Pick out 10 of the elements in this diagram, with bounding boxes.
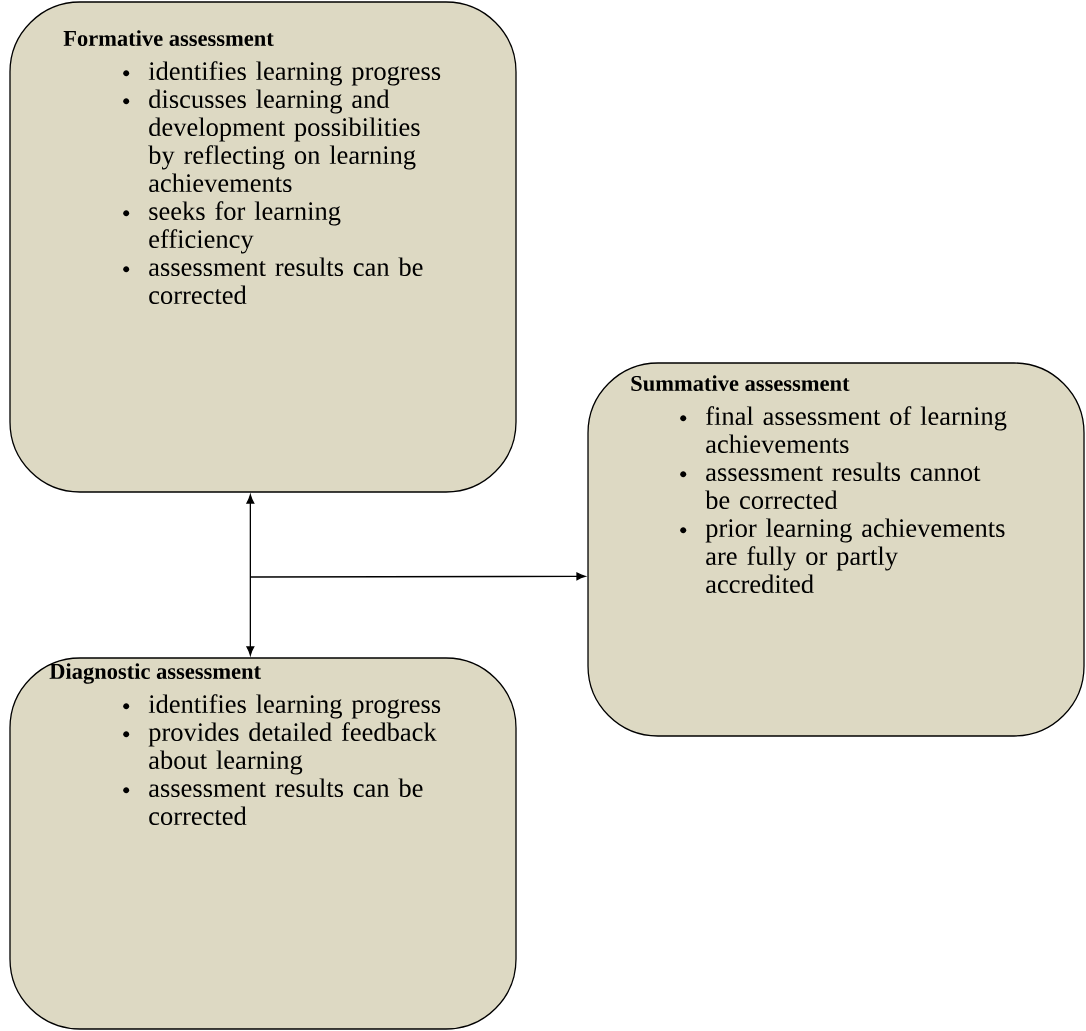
heading: Summative assessment — [631, 375, 850, 392]
list-item: assessment results can be corrected — [149, 778, 423, 826]
list-item: identifies learning progress — [148, 61, 441, 86]
heading: Formative assessment — [63, 30, 274, 46]
heading: Diagnostic assessment — [49, 663, 261, 684]
list-item: prior learning achievements are fully or partly accredited — [705, 518, 1005, 594]
arrow — [250, 572, 586, 581]
arrow — [246, 494, 255, 656]
list-item: identifies learning progress — [148, 694, 441, 719]
list-item: assessment results can be corrected — [149, 257, 423, 305]
